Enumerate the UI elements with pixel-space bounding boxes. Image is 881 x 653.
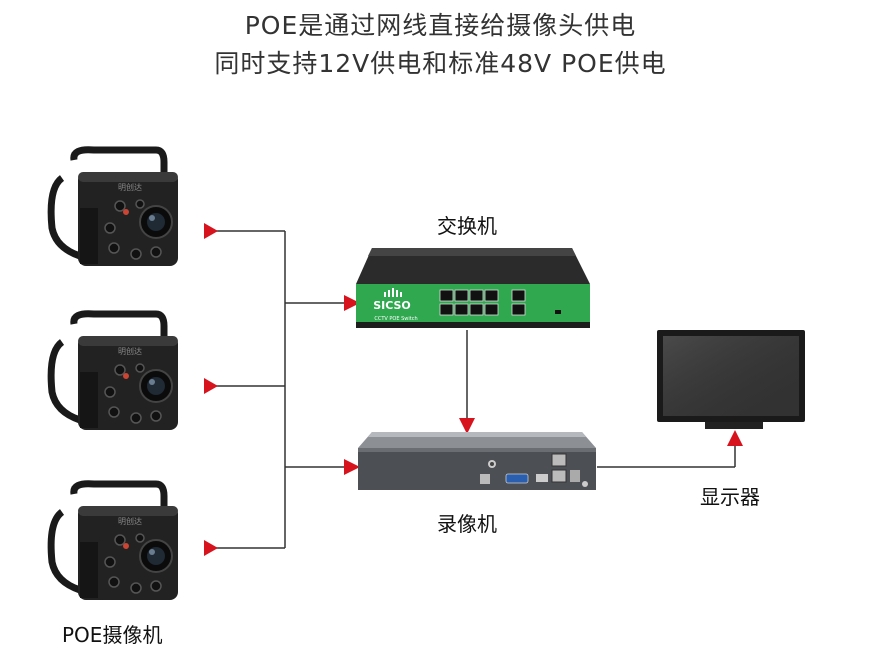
switch-subtitle: CCTV POE Switch: [374, 316, 417, 322]
switch-brand: SICSO: [373, 299, 411, 312]
nvr-recorder: [358, 432, 596, 490]
camera-1: [51, 150, 178, 266]
monitor: [657, 330, 805, 429]
camera-2: [51, 314, 178, 430]
camera-3: [51, 484, 178, 600]
header-line-1: POE是通过网线直接给摄像头供电: [244, 11, 637, 40]
switch-label: 交换机: [437, 214, 497, 238]
nvr-label: 录像机: [437, 512, 497, 536]
connection-lines: [210, 230, 736, 549]
camera-label: POE摄像机: [62, 623, 163, 647]
header-line-2: 同时支持12V供电和标准48V POE供电: [214, 49, 667, 78]
poe-switch: SICSO CCTV POE Switch: [356, 248, 590, 328]
monitor-label: 显示器: [700, 485, 760, 509]
arrow-markers: [204, 223, 743, 556]
